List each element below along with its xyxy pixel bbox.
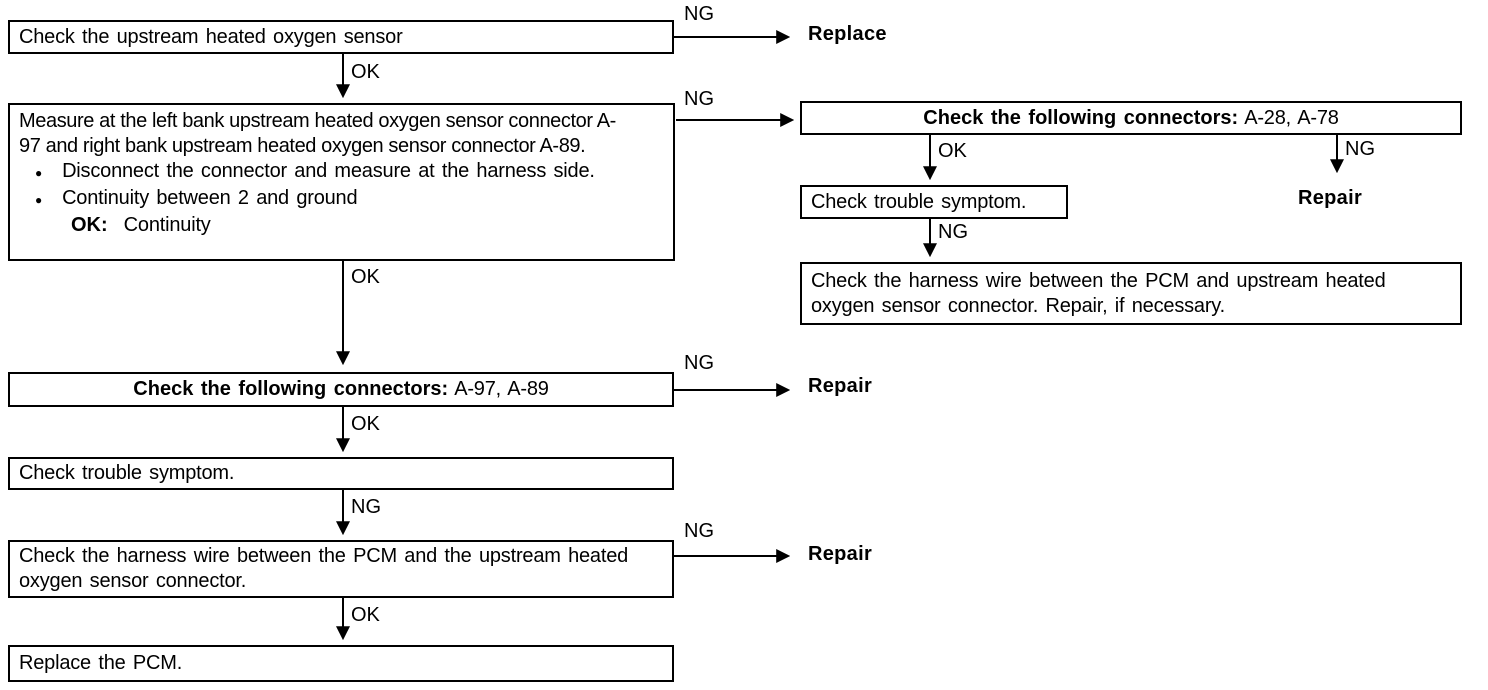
- bullet-icon: ●: [35, 193, 43, 207]
- measure-intro-text: Measure at the left bank upstream heated…: [19, 110, 616, 157]
- measure-bullet-1: ● Disconnect the connector and measure a…: [19, 159, 664, 186]
- edge-label-ok-step5: OK: [351, 604, 380, 626]
- flow-box-check-sensor-text: Check the upstream heated oxygen sensor: [19, 25, 403, 48]
- flow-box-check-harness-right: Check the harness wire between the PCM a…: [800, 262, 1462, 325]
- check-connectors-right-label: Check the following connectors:: [923, 106, 1239, 129]
- flow-box-check-connectors-left: Check the following connectors:A-97, A-8…: [8, 372, 674, 407]
- flow-box-check-harness-left: Check the harness wire between the PCM a…: [8, 540, 674, 598]
- bullet-icon: ●: [35, 166, 43, 180]
- check-harness-left-text: Check the harness wire between the PCM a…: [19, 545, 629, 592]
- check-symptom-right-text: Check trouble symptom.: [811, 190, 1027, 213]
- replace-pcm-text: Replace the PCM.: [19, 652, 183, 674]
- check-symptom-left-text: Check trouble symptom.: [19, 462, 235, 484]
- ok-criterion-label: OK:: [71, 214, 108, 236]
- edge-label-ok-step3: OK: [351, 413, 380, 435]
- edge-label-ok-step1: OK: [351, 61, 380, 83]
- measure-ok-criterion: OK: Continuity: [19, 213, 664, 238]
- edge-label-ng-right1: NG: [1345, 138, 1375, 160]
- terminal-repair-step3: Repair: [808, 375, 873, 397]
- check-connectors-right-value: A-28, A-78: [1244, 106, 1339, 129]
- measure-bullet-2-text: Continuity between 2 and ground: [62, 187, 358, 209]
- flow-box-check-symptom-right: Check trouble symptom.: [800, 185, 1068, 219]
- flow-box-check-symptom-left: Check trouble symptom.: [8, 457, 674, 490]
- edge-label-ng-step4: NG: [351, 496, 381, 518]
- check-harness-right-text: Check the harness wire between the PCM a…: [811, 269, 1386, 317]
- flow-box-check-sensor: Check the upstream heated oxygen sensor: [8, 20, 674, 54]
- ok-criterion-value: Continuity: [123, 214, 211, 236]
- terminal-repair-right1: Repair: [1297, 187, 1363, 209]
- terminal-repair-step5: Repair: [808, 543, 873, 565]
- measure-bullet-2: ● Continuity between 2 and ground: [19, 186, 664, 213]
- edge-label-ok-right1: OK: [938, 140, 967, 162]
- edge-label-ng-step1: NG: [684, 3, 714, 25]
- flow-box-check-connectors-right: Check the following connectors:A-28, A-7…: [800, 101, 1462, 135]
- check-connectors-left-label: Check the following connectors:: [133, 378, 449, 400]
- edge-label-ng-step5: NG: [684, 520, 714, 542]
- edge-label-ng-step2: NG: [684, 88, 714, 110]
- check-connectors-left-value: A-97, A-89: [454, 378, 549, 400]
- edge-label-ng-step3: NG: [684, 352, 714, 374]
- flow-box-measure: Measure at the left bank upstream heated…: [8, 103, 675, 261]
- measure-bullet-1-text: Disconnect the connector and measure at …: [62, 160, 595, 182]
- edge-label-ok-step2: OK: [351, 266, 380, 288]
- edge-label-ng-right2: NG: [938, 221, 968, 243]
- flow-box-replace-pcm: Replace the PCM.: [8, 645, 674, 682]
- terminal-replace: Replace: [808, 23, 887, 45]
